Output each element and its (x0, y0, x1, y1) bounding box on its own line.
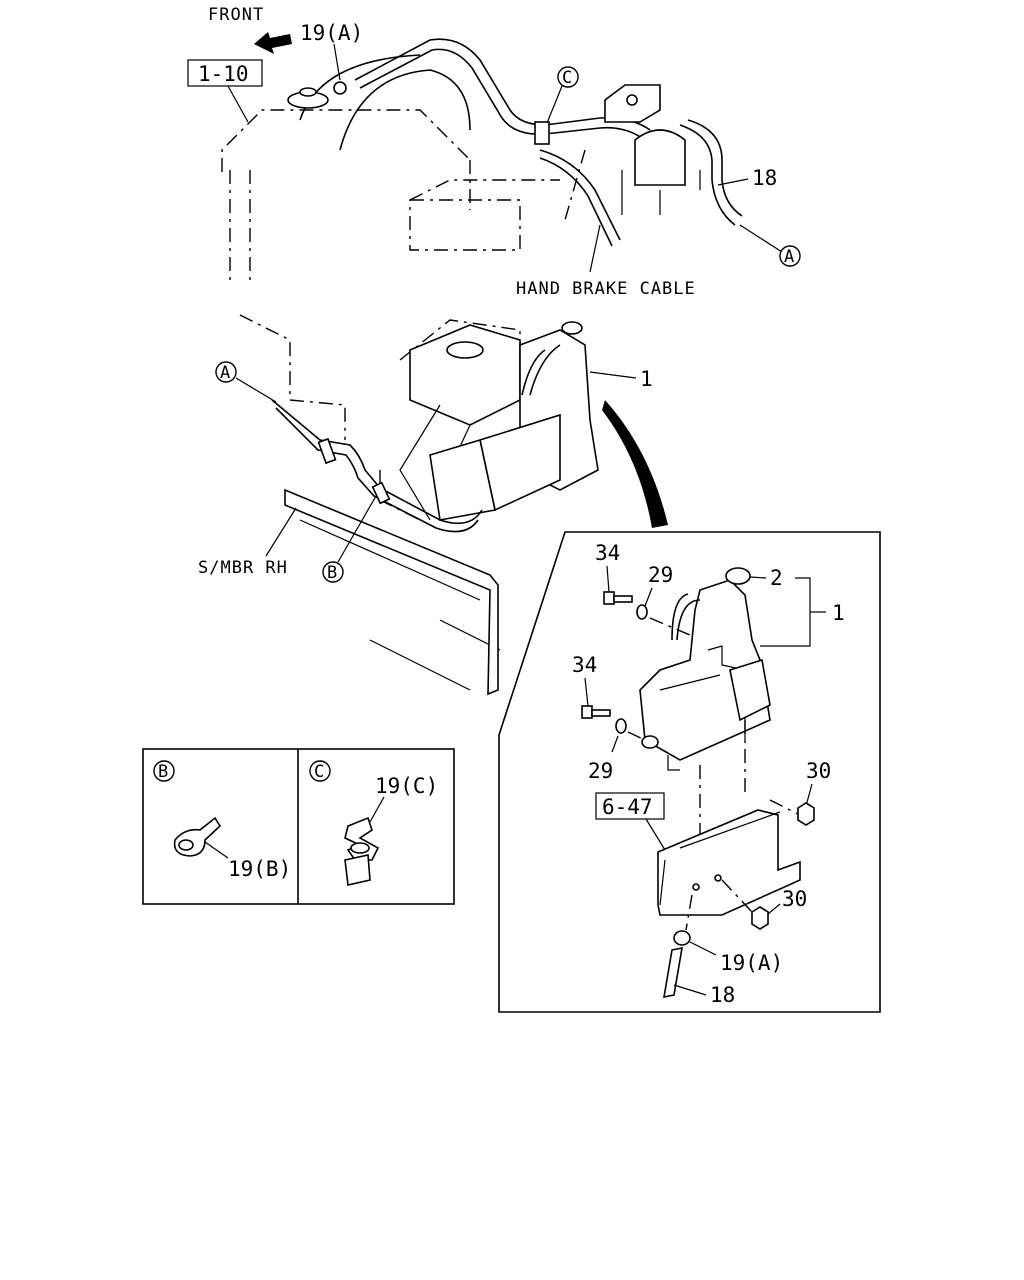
circle-a-marker-top (779, 245, 801, 267)
clip-19a-detail-label: 19(A) (720, 951, 783, 975)
clip-19a-detail (673, 930, 691, 946)
nut-30-upper-label: 30 (806, 759, 831, 783)
inset-c-circle-label: C (314, 762, 325, 782)
clip-19a (333, 81, 347, 95)
hose-18-detail (663, 946, 683, 999)
detail-pointer-arrow (602, 400, 668, 528)
middle-chassis-view: 1 A S/MBR RH B (198, 314, 668, 696)
inset-c-circle (309, 760, 331, 782)
inset-b: B 19(B) (153, 760, 291, 881)
hose-middle (271, 399, 483, 525)
inset-panels: B 19(B) C 19(C) (142, 748, 455, 905)
circle-b-marker-middle (322, 561, 344, 583)
nut-30-lower (751, 906, 769, 930)
tank-1-label: 1 (640, 367, 653, 391)
washer-29-upper (636, 604, 648, 620)
front-arrow-icon (254, 32, 292, 54)
circle-a-marker-middle (215, 361, 237, 383)
side-member-rh (284, 488, 499, 696)
washer-29-lower-label: 29 (588, 759, 613, 783)
circle-c-marker (557, 66, 579, 88)
ref-box-1-10 (187, 59, 263, 87)
bolt-34-upper (603, 591, 633, 605)
exploded-detail-view: 34 29 2 1 34 (498, 531, 881, 1013)
tank-cap-2 (725, 567, 751, 585)
ref-box-6-47 (595, 792, 665, 820)
tank-bracket-middle (409, 324, 521, 426)
nut-30-lower-label: 30 (782, 887, 807, 911)
bolt-34-lower-label: 34 (572, 653, 597, 677)
top-engine-view: FRONT 1-10 19(A) C HAND (187, 5, 801, 299)
cap-2-label: 2 (770, 566, 783, 590)
clip-19a-label: 19(A) (300, 21, 363, 45)
circle-c-label: C (562, 68, 573, 88)
washer-29-upper-label: 29 (648, 563, 673, 587)
front-label: FRONT (208, 5, 264, 25)
mounting-bracket (657, 809, 801, 916)
ref-box-6-47-label: 6-47 (602, 795, 653, 819)
inset-c: C 19(C) (309, 760, 438, 886)
hand-brake-cable-label: HAND BRAKE CABLE (516, 279, 696, 299)
inset-b-part-label: 19(B) (228, 857, 291, 881)
circle-a-label-middle: A (220, 363, 231, 383)
hose-18-detail-label: 18 (710, 983, 735, 1007)
detail-frame (498, 531, 881, 1013)
bolt-34-upper-label: 34 (595, 541, 620, 565)
nut-30-upper (797, 802, 815, 826)
ref-box-1-10-label: 1-10 (198, 62, 249, 86)
inset-b-circle-label: B (158, 762, 169, 782)
hand-brake-cable (539, 149, 621, 241)
clip-19c-part (344, 816, 380, 886)
inset-c-part-label: 19(C) (375, 774, 438, 798)
side-member-label: S/MBR RH (198, 558, 288, 578)
reservoir-tank-assembly (639, 567, 771, 771)
circle-b-label-middle: B (327, 563, 338, 583)
assembly-1-label: 1 (832, 601, 845, 625)
washer-29-lower (615, 718, 627, 734)
clip-19b-part (173, 816, 222, 857)
bolt-34-lower (581, 705, 611, 719)
hose-18-top (679, 124, 736, 226)
hose-18-label: 18 (752, 166, 777, 190)
circle-a-label-top: A (784, 247, 795, 267)
radiator-outline (221, 109, 471, 172)
inset-b-circle (153, 760, 175, 782)
